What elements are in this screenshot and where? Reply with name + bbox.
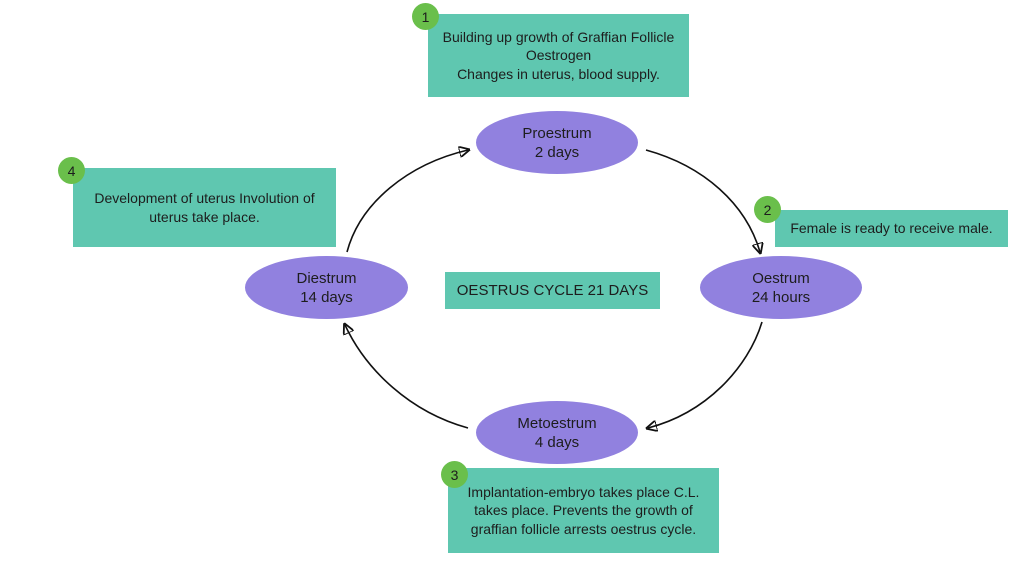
annotation-step3-text: Implantation-embryo takes place C.L. tak… bbox=[467, 483, 700, 537]
step2-badge: 2 bbox=[754, 196, 781, 223]
node-oestrum-duration: 24 hours bbox=[751, 288, 811, 306]
node-oestrum-label: Oestrum bbox=[752, 269, 810, 287]
node-diestrum-label: Diestrum bbox=[296, 269, 357, 287]
annotation-step3: Implantation-embryo takes place C.L. tak… bbox=[448, 468, 719, 553]
node-metoestrum: Metoestrum 4 days bbox=[476, 401, 638, 464]
node-proestrum-label: Proestrum bbox=[522, 124, 592, 142]
node-proestrum-duration: 2 days bbox=[534, 143, 580, 161]
step4-badge: 4 bbox=[58, 157, 85, 184]
step3-badge: 3 bbox=[441, 461, 468, 488]
arrow-metoestrum-to-diestrum bbox=[345, 325, 469, 429]
node-proestrum: Proestrum 2 days bbox=[476, 111, 638, 174]
node-oestrum: Oestrum 24 hours bbox=[700, 256, 862, 319]
arrow-oestrum-to-metoestrum bbox=[648, 321, 763, 428]
annotation-step1: Building up growth of Graffian Follicle … bbox=[428, 14, 689, 97]
annotation-step2-text: Female is ready to receive male. bbox=[790, 220, 993, 237]
node-diestrum: Diestrum 14 days bbox=[245, 256, 408, 319]
node-diestrum-duration: 14 days bbox=[300, 288, 353, 306]
arrow-diestrum-to-proestrum bbox=[346, 150, 468, 253]
arrow-proestrum-to-oestrum bbox=[645, 149, 760, 252]
node-metoestrum-label: Metoestrum bbox=[517, 414, 597, 432]
annotation-step2: Female is ready to receive male. bbox=[775, 210, 1008, 247]
annotation-step4: Development of uterus Involution of uter… bbox=[73, 168, 336, 247]
node-metoestrum-duration: 4 days bbox=[534, 433, 580, 451]
cycle-title: OESTRUS CYCLE 21 DAYS bbox=[445, 272, 660, 309]
annotation-step4-text: Development of uterus Involution of uter… bbox=[94, 190, 315, 225]
step1-badge: 1 bbox=[412, 3, 439, 30]
annotation-step1-text: Building up growth of Graffian Follicle … bbox=[442, 28, 675, 82]
